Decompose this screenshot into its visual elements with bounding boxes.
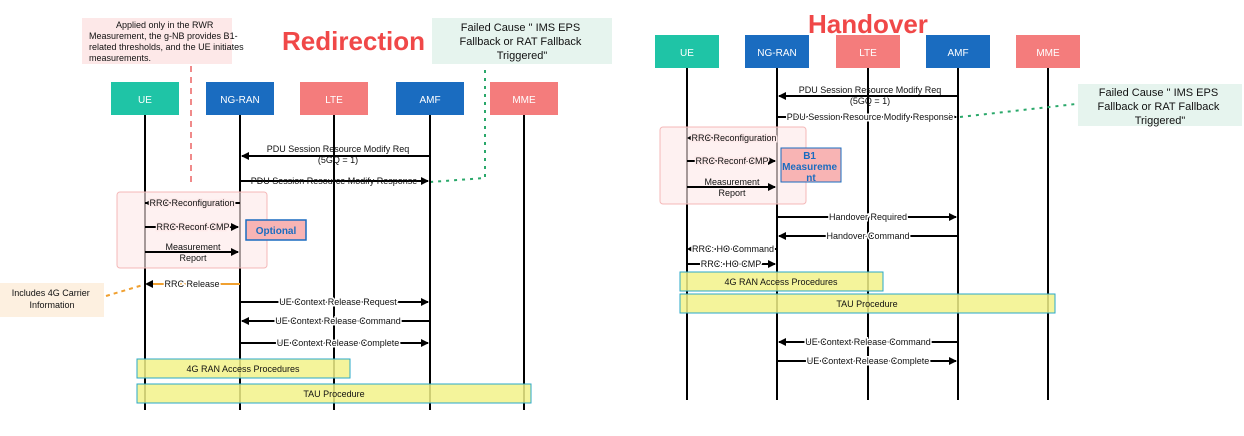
ho-msg-ho-command-label: Handover Command	[826, 231, 909, 241]
ho-failed-cause-connector	[959, 103, 1077, 118]
msg-ue-ctx-rel-cmd-label: UE Context Release Command	[275, 316, 401, 326]
ho-msg-pdu-modify-req-sub: (5GQ = 1)	[850, 96, 890, 106]
msg-pdu-modify-req-sub: (5GQ = 1)	[318, 155, 358, 165]
ho-failed-cause-note-box	[1078, 84, 1242, 126]
optional-badge	[245, 219, 307, 241]
msg-rrc-release-label: RRC Release	[164, 279, 219, 289]
ho-msg-ue-ctx-rel-cmd-label: UE Context Release Command	[805, 337, 931, 347]
msg-ue-ctx-rel-cmp-label: UE Context Release Complete	[277, 338, 400, 348]
redirection-title: Redirection	[282, 26, 425, 56]
entity-amf	[396, 82, 464, 115]
ho-failed-cause-note-text: Failed Cause " IMS EPS Fallback or RAT F…	[1098, 87, 1223, 127]
msg-rrc-reconfig-arrowhead	[145, 199, 152, 207]
entity-mme-label: MME	[512, 95, 536, 106]
ho-entity-lte	[836, 35, 900, 68]
rwr-note-text: Applied only in the RWR Measurement, the…	[89, 20, 246, 63]
msg-pdu-modify-req-label: PDU Session Resource Modify Req	[267, 144, 410, 154]
msg-rrc-release-arrowhead	[145, 280, 153, 288]
ho-entity-ue-label: UE	[680, 48, 694, 59]
ho-entity-mme-label: MME	[1036, 48, 1060, 59]
ho-procedure-tau-label: TAU Procedure	[836, 299, 897, 309]
msg-rrc-reconfig-label: RRC Reconfiguration	[149, 198, 234, 208]
handover-diagram: Handover UE NG-RAN LTE AMF MME Failed Ca…	[655, 9, 1242, 400]
carrier-note-connector	[105, 284, 144, 297]
carrier-note-box	[0, 283, 104, 317]
ho-msg-ue-ctx-rel-cmp-label: UE Context Release Complete	[807, 356, 930, 366]
ho-procedure-4g-ran	[679, 271, 884, 292]
optional-badge-label: Optional	[256, 226, 297, 237]
ho-procedure-4g-ran-label: 4G RAN Access Procedures	[724, 277, 838, 287]
failed-cause-note-text: Failed Cause " IMS EPS Fallback or RAT F…	[460, 22, 585, 62]
carrier-note-text: Includes 4G Carrier Information	[12, 288, 93, 310]
entity-ng-ran-label: NG-RAN	[220, 95, 259, 106]
b1-measurement-badge	[780, 147, 842, 183]
msg-rrc-reconf-cmp-label: RRC Reconf CMP	[156, 222, 229, 232]
ho-msg-pdu-modify-resp-label: PDU Session Resource Modify Response	[787, 112, 954, 122]
ho-entity-ue	[655, 35, 719, 68]
ho-entity-amf-label: AMF	[947, 48, 968, 59]
b1-measurement-label: B1 Measureme nt	[782, 151, 840, 184]
entity-lte-label: LTE	[325, 95, 343, 106]
msg-ue-ctx-rel-req-label: UE Context Release Request	[279, 297, 397, 307]
procedure-4g-ran	[136, 358, 351, 379]
entity-amf-label: AMF	[419, 95, 440, 106]
ho-msg-rrc-reconfig-arrowhead	[687, 134, 694, 142]
redirection-diagram: Applied only in the RWR Measurement, the…	[0, 18, 612, 410]
ho-msg-meas-report-label-1: Measurement	[704, 177, 760, 187]
entity-lte	[300, 82, 368, 115]
entity-ng-ran	[206, 82, 274, 115]
ho-msg-meas-report-label-2: Report	[718, 188, 746, 198]
ho-msg-rrc-ho-command-arrowhead	[687, 245, 694, 253]
handover-title: Handover	[808, 9, 928, 39]
ho-procedure-tau	[679, 293, 1056, 314]
rwr-note-box	[82, 18, 232, 64]
procedure-4g-ran-label: 4G RAN Access Procedures	[186, 364, 300, 374]
ho-msg-pdu-modify-req-label: PDU Session Resource Modify Req	[799, 85, 942, 95]
ho-entity-amf	[926, 35, 990, 68]
ho-msg-rrc-ho-cmp-label: RRC: HO CMP	[701, 259, 762, 269]
failed-cause-note-box	[432, 18, 612, 64]
ho-entity-ng-ran	[745, 35, 809, 68]
ho-entity-lte-label: LTE	[859, 48, 877, 59]
msg-meas-report-label-1: Measurement	[165, 242, 221, 252]
ho-msg-rrc-ho-command-label: RRC: HO Command	[692, 244, 774, 254]
msg-meas-report-label-2: Report	[179, 253, 207, 263]
ho-entity-ng-ran-label: NG-RAN	[757, 48, 796, 59]
procedure-tau	[136, 383, 532, 404]
ho-msg-ho-required-label: Handover Required	[829, 212, 907, 222]
ho-msg-rrc-reconfig-label: RRC Reconfiguration	[691, 133, 776, 143]
ho-entity-mme	[1016, 35, 1080, 68]
ho-msg-rrc-reconf-cmp-label: RRC Reconf CMP	[695, 156, 768, 166]
entity-ue	[111, 82, 179, 115]
msg-pdu-modify-resp-label: PDU Session Resource Modify Response	[251, 176, 418, 186]
entity-ue-label: UE	[138, 95, 152, 106]
entity-mme	[490, 82, 558, 115]
procedure-tau-label: TAU Procedure	[303, 389, 364, 399]
failed-cause-connector	[429, 70, 486, 183]
